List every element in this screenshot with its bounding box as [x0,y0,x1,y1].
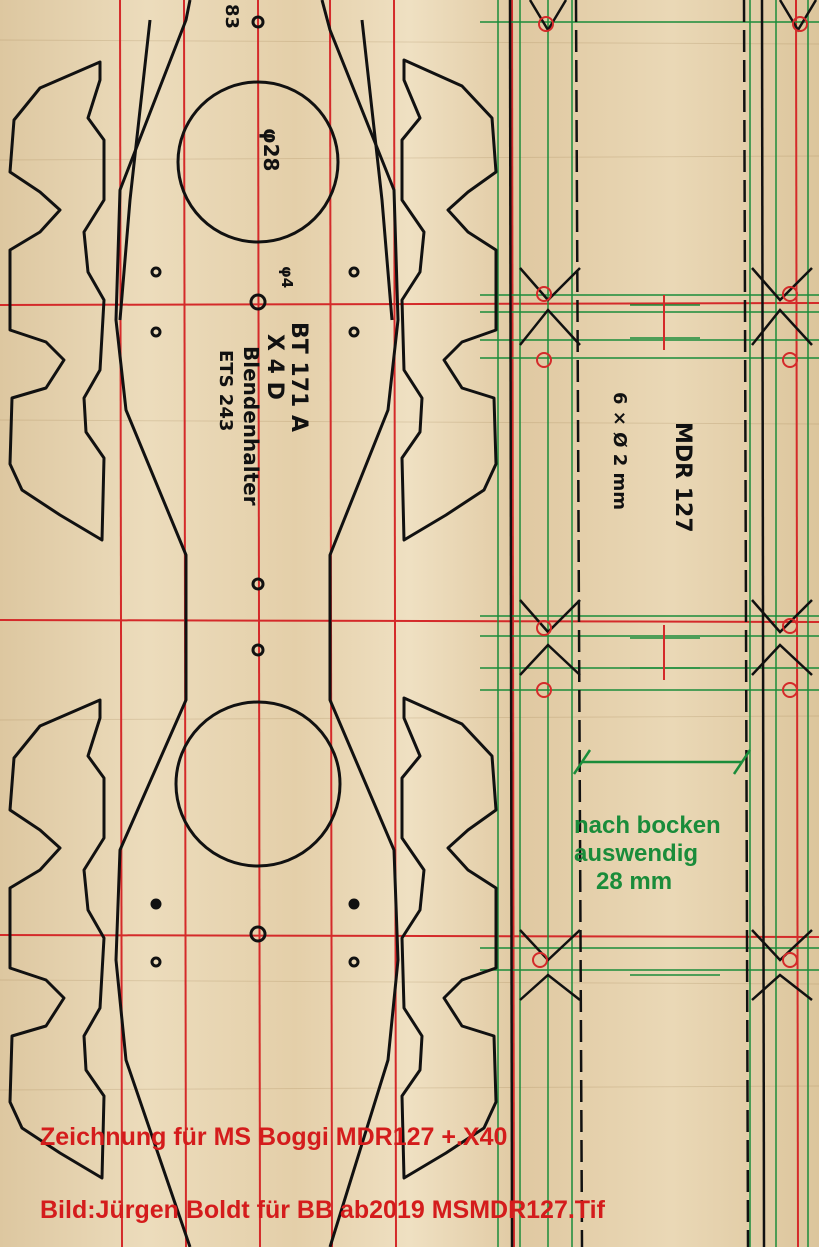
label-part-qty: X 4 D [262,334,287,400]
label-part-name: Blendenhalter [239,346,263,506]
label-top-edge: 83 [221,4,242,29]
dimension-arrow [572,749,752,775]
caption-credit: Bild:Jürgen Boldt für BB ab2019 MSMDR127… [40,1196,605,1224]
dimension-note: nach bocken auswendig 28 mm [574,812,721,896]
note-line-1: nach bocken [574,812,721,839]
note-line-3: 28 mm [596,868,673,895]
note-line-2: auswendig [574,840,699,867]
green-lines [480,0,819,1247]
label-side-holes: 6 × Ø 2 mm [609,392,630,510]
bogie-plate [8,0,498,1247]
label-wheel-diameter: φ28 [259,128,283,171]
caption-title: Zeichnung für MS Boggi MDR127 +.X40 [40,1123,508,1151]
label-hole-diameter: φ4 [278,266,296,288]
paper-texture [0,39,819,1091]
side-elevation [508,0,818,1247]
label-part-code: BT 171 A [286,322,311,432]
label-side-title: MDR 127 [670,422,695,533]
red-markers [532,16,808,968]
label-part-ref: ETS 243 [215,350,236,431]
